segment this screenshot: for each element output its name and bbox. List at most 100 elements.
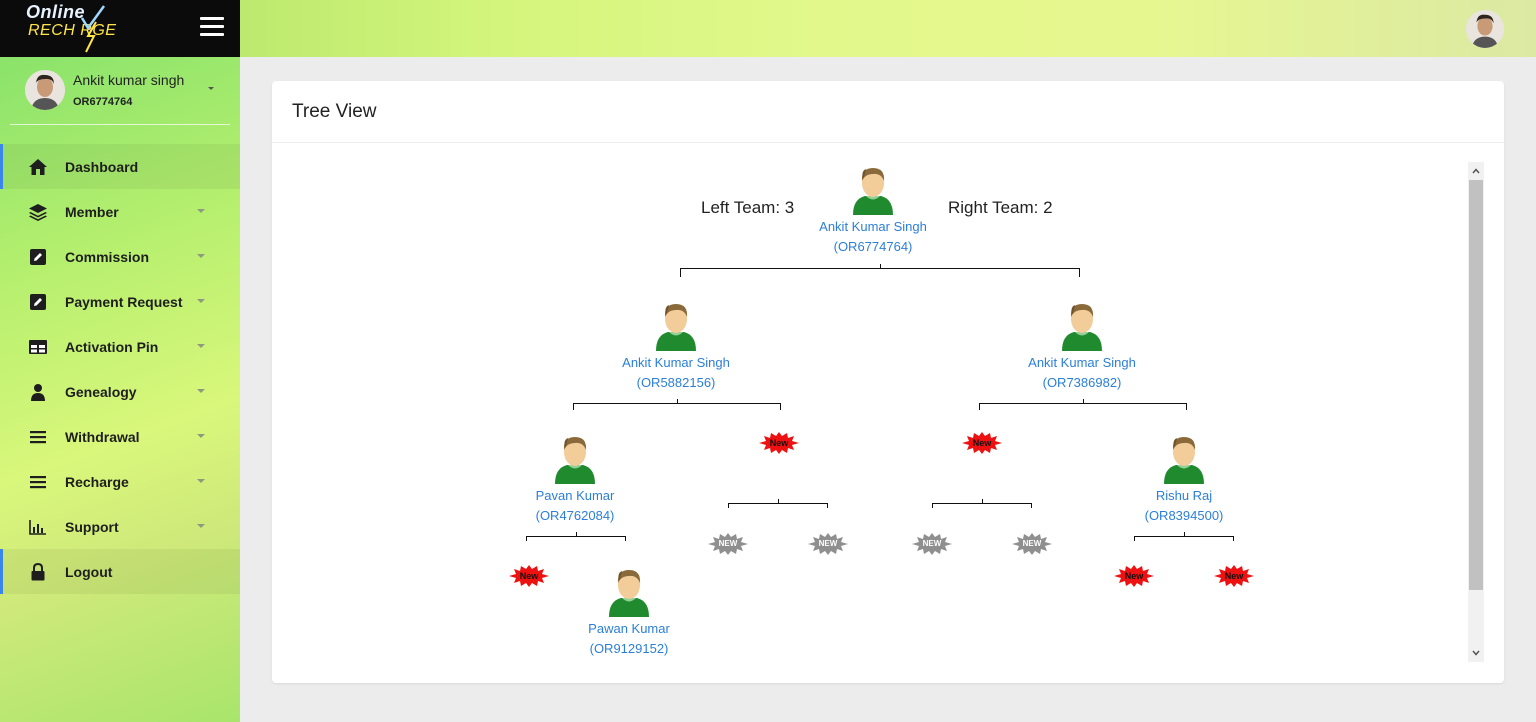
- sidebar-item-label: Withdrawal: [65, 428, 140, 445]
- divider: [10, 124, 230, 125]
- menu-icon: [27, 471, 49, 493]
- menu-toggle-icon[interactable]: [200, 17, 224, 39]
- member-avatar-icon: [1161, 432, 1207, 484]
- user-id: OR6774764: [73, 96, 133, 108]
- chevron-down-icon: [197, 299, 205, 303]
- tree-node-right[interactable]: Ankit Kumar Singh (OR7386982): [1002, 299, 1162, 393]
- table-icon: [27, 336, 49, 358]
- member-id: (OR5882156): [636, 375, 716, 390]
- new-slot-badge[interactable]: NEW: [912, 533, 952, 555]
- tree-node-left[interactable]: Ankit Kumar Singh (OR5882156): [596, 299, 756, 393]
- sidebar-item-withdrawal[interactable]: Withdrawal: [0, 414, 240, 459]
- new-slot-badge[interactable]: New: [962, 432, 1002, 454]
- new-slot-badge[interactable]: New: [759, 432, 799, 454]
- user-profile[interactable]: Ankit kumar singh OR6774764: [0, 57, 240, 127]
- scroll-down-icon[interactable]: [1468, 644, 1484, 662]
- sidebar-item-dashboard[interactable]: Dashboard: [0, 144, 240, 189]
- avatar[interactable]: [1466, 10, 1504, 48]
- avatar: [25, 70, 65, 110]
- edit-icon: [27, 246, 49, 268]
- member-avatar-icon: [1059, 299, 1105, 351]
- member-id: (OR9129152): [589, 641, 669, 656]
- home-icon: [27, 156, 49, 178]
- new-slot-badge[interactable]: NEW: [808, 533, 848, 555]
- member-name: Rishu Raj: [1155, 488, 1213, 503]
- sidebar-item-label: Payment Request: [65, 293, 183, 310]
- scroll-up-icon[interactable]: [1468, 162, 1484, 180]
- sidebar-item-label: Logout: [65, 563, 113, 580]
- top-bar: [240, 0, 1536, 57]
- card-header: Tree View: [272, 81, 1504, 143]
- tree-scrollbar[interactable]: [1468, 162, 1484, 662]
- online-recharge-logo[interactable]: Online RECH RGE: [26, 2, 136, 54]
- logo-check-icon: [80, 5, 106, 53]
- tree-connector: [573, 399, 781, 410]
- member-id: (OR6774764): [833, 239, 913, 254]
- sidebar-item-support[interactable]: Support: [0, 504, 240, 549]
- sidebar-item-label: Support: [65, 518, 119, 535]
- chevron-down-icon: [197, 434, 205, 438]
- member-name: Ankit Kumar Singh: [819, 219, 927, 234]
- new-slot-badge[interactable]: New: [509, 565, 549, 587]
- edit-icon: [27, 291, 49, 313]
- member-avatar-icon: [653, 299, 699, 351]
- member-id: (OR7386982): [1042, 375, 1122, 390]
- menu-icon: [27, 426, 49, 448]
- sidebar-item-label: Member: [65, 203, 119, 220]
- new-slot-badge[interactable]: New: [1214, 565, 1254, 587]
- sidebar-item-payment-request[interactable]: Payment Request: [0, 279, 240, 324]
- tree-node-rr[interactable]: Rishu Raj (OR8394500): [1104, 432, 1264, 526]
- right-team-count: Right Team: 2: [948, 198, 1053, 217]
- tree-connector: [728, 499, 828, 508]
- member-avatar-icon: [850, 163, 896, 215]
- sidebar-item-label: Activation Pin: [65, 338, 159, 355]
- member-avatar-icon: [552, 432, 598, 484]
- chevron-down-icon: [197, 344, 205, 348]
- sidebar-item-logout[interactable]: Logout: [0, 549, 240, 594]
- scroll-thumb[interactable]: [1469, 180, 1483, 590]
- sidebar-item-commission[interactable]: Commission: [0, 234, 240, 279]
- chevron-down-icon: [197, 524, 205, 528]
- tree-node-ll[interactable]: Pavan Kumar (OR4762084): [495, 432, 655, 526]
- sidebar-item-label: Dashboard: [65, 158, 139, 175]
- member-name: Pawan Kumar: [588, 621, 670, 636]
- chevron-down-icon: [197, 209, 205, 213]
- person-icon: [27, 381, 49, 403]
- sidebar: Online RECH RGE Ankit kumar singh OR6774…: [0, 0, 240, 722]
- tree-connector: [932, 499, 1032, 508]
- brand-bar: Online RECH RGE: [0, 0, 240, 57]
- layers-icon: [27, 201, 49, 223]
- tree-connector: [1134, 532, 1234, 541]
- member-id: (OR8394500): [1144, 508, 1224, 523]
- sidebar-item-label: Recharge: [65, 473, 129, 490]
- chevron-down-icon: [197, 479, 205, 483]
- new-slot-badge[interactable]: New: [1114, 565, 1154, 587]
- sidebar-item-recharge[interactable]: Recharge: [0, 459, 240, 504]
- bar-chart-icon: [27, 516, 49, 538]
- sidebar-item-genealogy[interactable]: Genealogy: [0, 369, 240, 414]
- sidebar-item-label: Commission: [65, 248, 150, 265]
- member-name: Ankit Kumar Singh: [622, 355, 730, 370]
- tree-node-root[interactable]: Ankit Kumar Singh (OR6774764): [793, 163, 953, 257]
- new-slot-badge[interactable]: NEW: [1012, 533, 1052, 555]
- user-name: Ankit kumar singh: [73, 72, 185, 88]
- member-name: Ankit Kumar Singh: [1028, 355, 1136, 370]
- chevron-down-icon: [197, 254, 205, 258]
- logo-line1: Online: [26, 2, 86, 22]
- tree-view-card: Tree View Left Team: 3 Right Team: 2 Ank…: [272, 81, 1504, 683]
- tree-connector: [680, 264, 1080, 277]
- tree-node-llr[interactable]: Pawan Kumar (OR9129152): [549, 565, 709, 659]
- sidebar-item-label: Genealogy: [65, 383, 137, 400]
- tree-connector: [526, 532, 626, 541]
- new-slot-badge[interactable]: NEW: [708, 533, 748, 555]
- sidebar-nav: Dashboard Member Commission Payment Requ…: [0, 144, 240, 594]
- chevron-down-icon: [197, 389, 205, 393]
- chevron-down-icon[interactable]: [208, 87, 214, 90]
- member-name: Pavan Kumar: [535, 488, 615, 503]
- sidebar-item-member[interactable]: Member: [0, 189, 240, 234]
- page-title: Tree View: [292, 101, 377, 122]
- member-avatar-icon: [606, 565, 652, 617]
- tree-connector: [979, 399, 1187, 410]
- sidebar-item-activation-pin[interactable]: Activation Pin: [0, 324, 240, 369]
- lock-icon: [27, 561, 49, 583]
